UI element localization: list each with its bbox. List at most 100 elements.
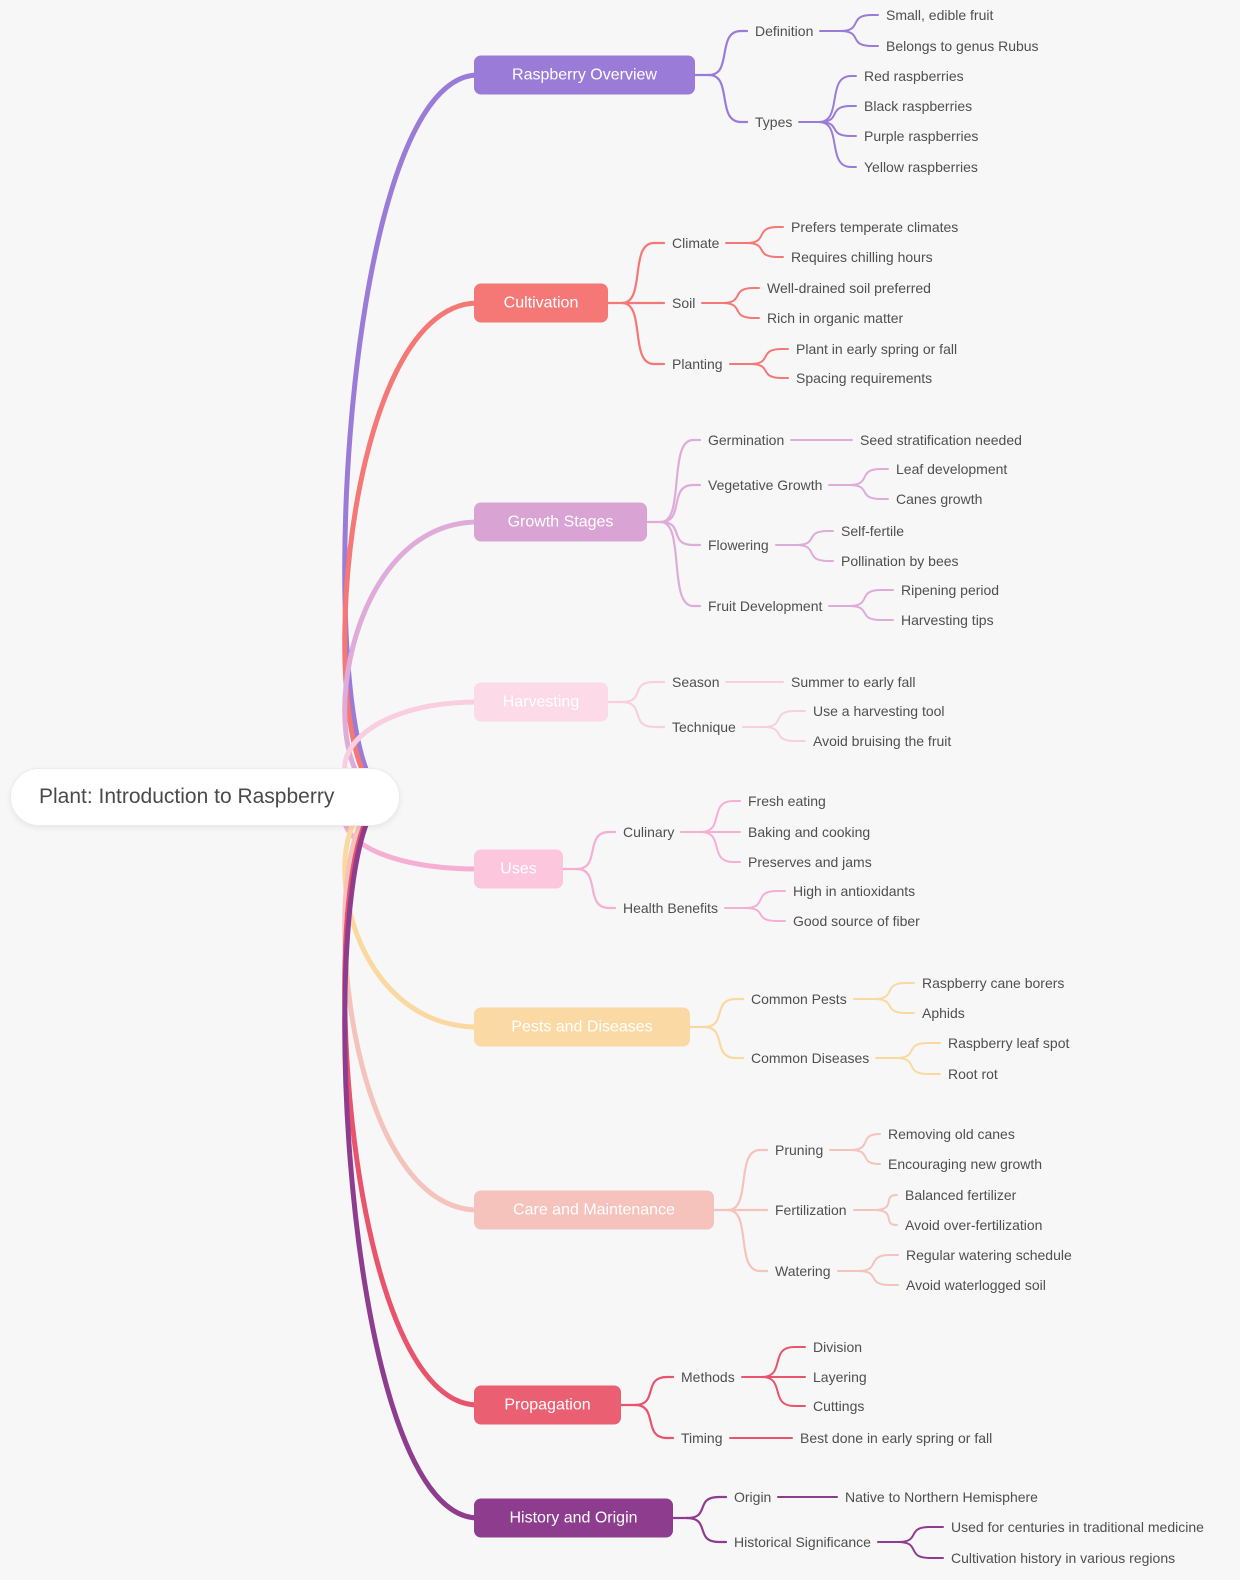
node-climate[interactable]: Climate [672,235,720,251]
edge [795,544,834,562]
node-fruit-development[interactable]: Fruit Development [708,598,823,614]
node-encouraging-new-growth[interactable]: Encouraging new growth [888,1156,1043,1172]
node-seed-stratification-needed[interactable]: Seed stratification needed [860,432,1022,448]
node-fertilization[interactable]: Fertilization [775,1202,847,1218]
branch-pests-and-diseases[interactable]: Pests and Diseases [474,1007,690,1047]
edge [620,700,666,729]
node-regular-watering-schedule[interactable]: Regular watering schedule [906,1247,1072,1263]
node-used-for-centuries-in-traditional-medicine[interactable]: Used for centuries in traditional medici… [951,1519,1204,1535]
node-belongs-to-genus-rubus[interactable]: Belongs to genus Rubus [886,38,1039,54]
node-layering[interactable]: Layering [813,1369,867,1385]
edge [685,1495,728,1520]
edge [849,1149,881,1165]
node-watering[interactable]: Watering [775,1263,831,1279]
edge [749,363,789,379]
node-purple-raspberries[interactable]: Purple raspberries [864,128,979,144]
node-harvesting-tips[interactable]: Harvesting tips [901,612,994,628]
node-native-to-northern-hemisphere[interactable]: Native to Northern Hemisphere [845,1489,1038,1505]
edge [620,241,666,305]
node-historical-significance[interactable]: Historical Significance [734,1534,871,1550]
branch-history-and-origin[interactable]: History and Origin [474,1498,673,1538]
edge [721,302,760,319]
node-vegetative-growth[interactable]: Vegetative Growth [708,477,823,493]
node-well-drained-soil-preferred[interactable]: Well-drained soil preferred [767,280,931,296]
edge [873,1194,898,1211]
edge [745,242,784,258]
node-use-a-harvesting-tool[interactable]: Use a harvesting tool [813,703,945,719]
node-prefers-temperate-climates[interactable]: Prefers temperate climates [791,219,959,235]
node-root-rot[interactable]: Root rot [948,1066,998,1082]
node-soil[interactable]: Soil [672,295,696,311]
node-requires-chilling-hours[interactable]: Requires chilling hours [791,249,933,265]
edge [818,105,857,123]
node-ripening-period[interactable]: Ripening period [901,582,1000,598]
edge [897,1541,944,1559]
edge [707,29,749,77]
edge [818,75,857,123]
branch-uses[interactable]: Uses [474,849,563,889]
node-division[interactable]: Division [813,1339,863,1355]
edge [659,520,702,608]
node-removing-old-canes[interactable]: Removing old canes [888,1126,1015,1142]
node-rich-in-organic-matter[interactable]: Rich in organic matter [767,310,904,326]
node-baking-and-cooking[interactable]: Baking and cooking [748,824,871,840]
node-planting[interactable]: Planting [672,356,723,372]
node-avoid-bruising-the-fruit[interactable]: Avoid bruising the fruit [813,733,952,749]
node-best-done-in-early-spring-or-fall[interactable]: Best done in early spring or fall [800,1430,993,1446]
node-cuttings[interactable]: Cuttings [813,1398,865,1414]
node-small-edible-fruit[interactable]: Small, edible fruit [886,7,994,23]
node-preserves-and-jams[interactable]: Preserves and jams [748,854,872,870]
node-timing[interactable]: Timing [681,1430,723,1446]
branch-cultivation[interactable]: Cultivation [474,283,608,323]
node-flowering[interactable]: Flowering [708,537,769,553]
node-fresh-eating[interactable]: Fresh eating [748,793,826,809]
node-methods[interactable]: Methods [681,1369,735,1385]
node-black-raspberries[interactable]: Black raspberries [864,98,973,114]
branch-harvesting[interactable]: Harvesting [474,682,608,722]
edge [744,907,786,922]
node-origin[interactable]: Origin [734,1489,772,1505]
edge [761,1376,806,1407]
edge [848,468,889,486]
node-summer-to-early-fall[interactable]: Summer to early fall [791,674,916,690]
node-canes-growth[interactable]: Canes growth [896,491,983,507]
node-health-benefits[interactable]: Health Benefits [623,900,718,916]
node-avoid-waterlogged-soil[interactable]: Avoid waterlogged soil [906,1277,1046,1293]
node-high-in-antioxidants[interactable]: High in antioxidants [793,883,916,899]
node-common-pests[interactable]: Common Pests [751,991,847,1007]
edge [897,1526,944,1543]
node-yellow-raspberries[interactable]: Yellow raspberries [864,159,978,175]
node-culinary[interactable]: Culinary [623,824,675,840]
branch-growth-stages[interactable]: Growth Stages [474,502,647,542]
node-self-fertile[interactable]: Self-fertile [841,523,905,539]
node-common-diseases[interactable]: Common Diseases [751,1050,870,1066]
branch-raspberry-overview[interactable]: Raspberry Overview [474,55,695,95]
edge [659,438,702,524]
edge [839,14,879,32]
node-types[interactable]: Types [755,114,793,130]
node-raspberry-cane-borers[interactable]: Raspberry cane borers [922,975,1065,991]
node-spacing-requirements[interactable]: Spacing requirements [796,370,933,386]
node-balanced-fertilizer[interactable]: Balanced fertilizer [905,1187,1017,1203]
node-leaf-development[interactable]: Leaf development [896,461,1008,477]
node-red-raspberries[interactable]: Red raspberries [864,68,964,84]
node-germination[interactable]: Germination [708,432,785,448]
node-technique[interactable]: Technique [672,719,736,735]
node-good-source-of-fiber[interactable]: Good source of fiber [793,913,920,929]
node-plant-in-early-spring-or-fall[interactable]: Plant in early spring or fall [796,341,958,357]
branch-propagation[interactable]: Propagation [474,1385,621,1425]
node-aphids[interactable]: Aphids [922,1005,965,1021]
root-node[interactable]: Plant: Introduction to Raspberry [10,768,400,826]
branch-care-and-maintenance[interactable]: Care and Maintenance [474,1190,714,1230]
edge [744,890,786,909]
node-avoid-over-fertilization[interactable]: Avoid over-fertilization [905,1217,1043,1233]
edge [745,226,784,244]
node-raspberry-leaf-spot[interactable]: Raspberry leaf spot [948,1035,1070,1051]
edge [342,72,481,800]
node-pollination-by-bees[interactable]: Pollination by bees [841,553,959,569]
edge [818,121,857,168]
node-cultivation-history-in-various-regions[interactable]: Cultivation history in various regions [951,1550,1176,1566]
node-definition[interactable]: Definition [755,23,814,39]
node-season[interactable]: Season [672,674,720,690]
node-pruning[interactable]: Pruning [775,1142,824,1158]
